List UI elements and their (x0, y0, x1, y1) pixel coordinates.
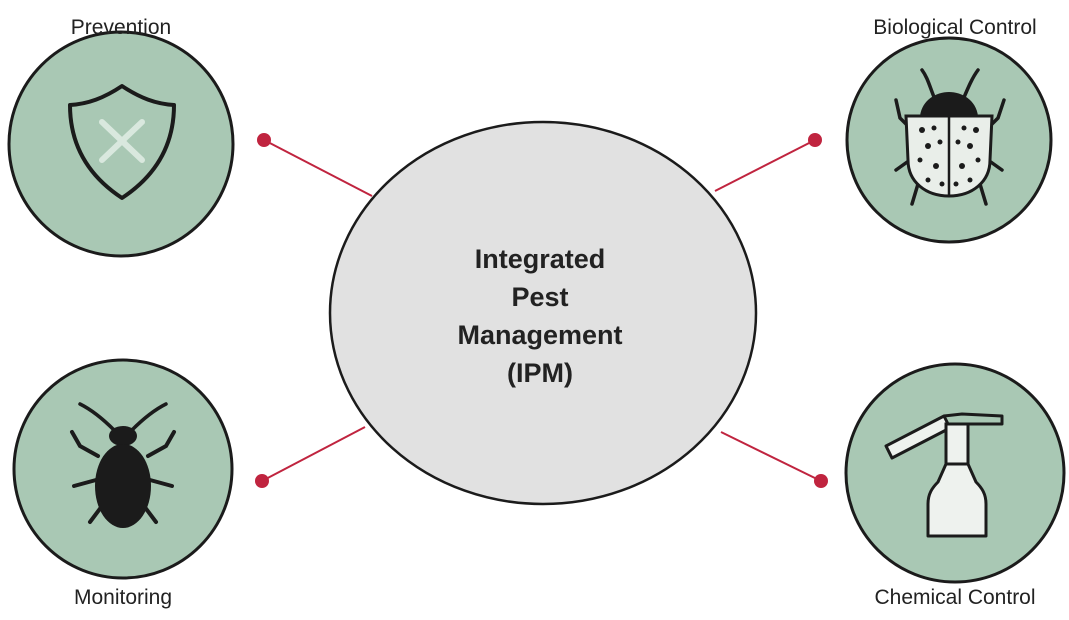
node-prevention (7, 30, 235, 258)
connector-dot-chemical (814, 474, 828, 488)
beetle-icon (70, 402, 176, 528)
node-biological (845, 36, 1053, 244)
node-label-biological: Biological Control (873, 16, 1037, 39)
center-title-line-1: Integrated (475, 244, 606, 274)
center-circle (328, 120, 758, 506)
node-label-monitoring: Monitoring (73, 586, 173, 609)
connector-dot-biological (808, 133, 822, 147)
connector-chemical (720, 431, 822, 482)
spray-bottle-icon (884, 412, 1004, 538)
connector-dot-monitoring (255, 474, 269, 488)
connector-monitoring (261, 426, 366, 482)
node-monitoring (12, 358, 234, 580)
ladybug-icon (894, 68, 1006, 206)
center-node: Integrated Pest Management (IPM) (328, 120, 758, 506)
connector-dots (255, 133, 828, 488)
connector-dot-prevention (257, 133, 271, 147)
node-chemical (844, 362, 1066, 584)
connectors (261, 139, 822, 482)
connector-prevention (263, 139, 373, 197)
center-title-line-2: Pest (511, 282, 568, 312)
center-title-line-3: Management (457, 320, 622, 350)
node-label-chemical: Chemical Control (874, 586, 1036, 609)
center-title-line-4: (IPM) (507, 358, 573, 388)
node-label-prevention: Prevention (70, 16, 172, 39)
shield-x-icon (68, 84, 176, 200)
connector-biological (714, 139, 816, 192)
